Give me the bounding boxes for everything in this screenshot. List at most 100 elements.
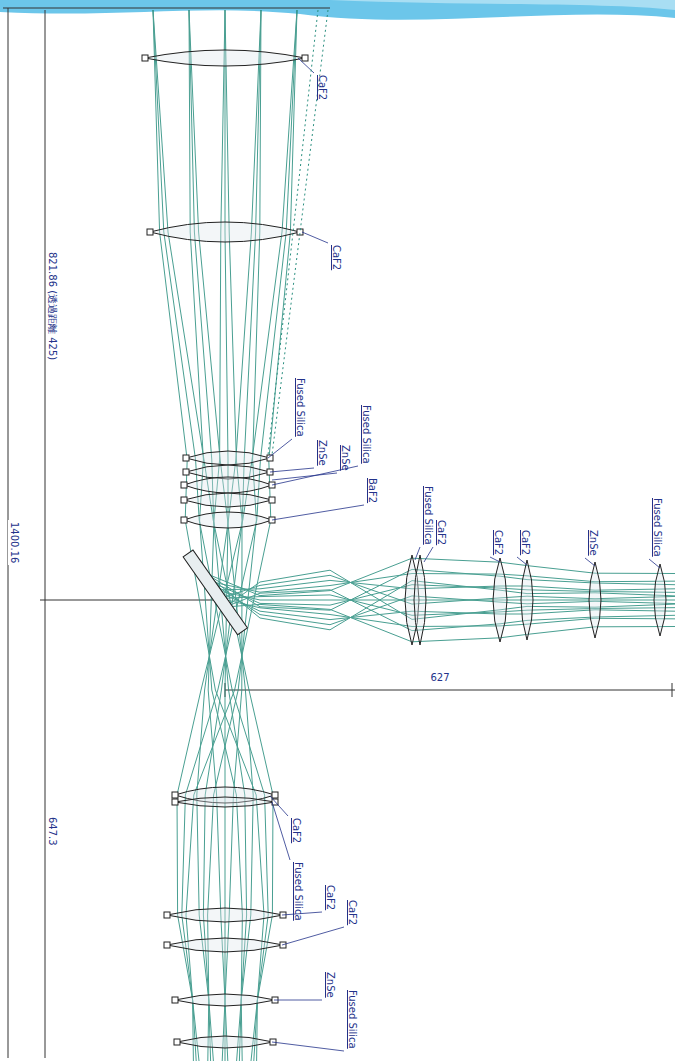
vignetted-ray <box>272 10 328 455</box>
leader-line <box>424 547 433 562</box>
ray <box>215 590 675 620</box>
lens <box>175 994 275 1006</box>
ray <box>186 10 297 1061</box>
slide-banner <box>330 0 675 10</box>
material-label: ZnSe <box>324 972 336 998</box>
lens-edge <box>269 497 275 503</box>
material-label: CaF2 <box>519 530 531 555</box>
lens-edge <box>181 497 187 503</box>
lens <box>184 477 272 493</box>
ray <box>189 10 253 1061</box>
ray <box>153 10 264 1061</box>
lens-edge <box>183 455 189 461</box>
material-label: Fused Silica <box>360 405 372 464</box>
lens-edge <box>302 55 308 61</box>
lens-edge <box>183 469 189 475</box>
leader-line <box>415 547 420 560</box>
ray <box>208 10 261 1061</box>
material-label: CaF2 <box>435 520 447 545</box>
lens-edge <box>142 55 148 61</box>
leader-line <box>274 1000 322 1001</box>
ray <box>225 604 675 641</box>
leader-line <box>517 557 527 565</box>
lens <box>145 50 305 66</box>
dimension-lines <box>3 8 675 1058</box>
material-label: Fused Silica <box>422 486 434 545</box>
material-label: CaF2 <box>492 530 504 555</box>
lens <box>414 555 426 645</box>
material-label: Fused Silica <box>346 990 358 1049</box>
leader-line <box>490 557 500 562</box>
lens <box>167 938 283 952</box>
lens-edge <box>164 942 170 948</box>
lens <box>184 512 272 528</box>
lens <box>493 558 507 642</box>
dimension-label: 627 <box>428 672 451 684</box>
dimension-label: 1400.16 <box>8 520 20 565</box>
lens-edge <box>172 997 178 1003</box>
lens <box>167 908 283 922</box>
ray <box>205 558 675 595</box>
leader-line <box>272 802 290 860</box>
beam-splitter <box>183 550 247 635</box>
lens-edge <box>181 482 187 488</box>
material-label: ZnSe <box>587 530 599 556</box>
leader-line <box>272 505 364 520</box>
material-label: Fused Silica <box>294 378 306 437</box>
material-label: Fused Silica <box>651 498 663 557</box>
lens <box>521 560 533 640</box>
lens-edge <box>174 1039 180 1045</box>
material-label: BaF2 <box>366 478 378 503</box>
lens-edge <box>181 517 187 523</box>
material-label: CaF2 <box>290 818 302 843</box>
lens <box>150 222 300 242</box>
lens-edge <box>172 799 178 805</box>
ray <box>189 10 247 1061</box>
leader-line <box>282 927 344 945</box>
ray <box>153 10 273 1061</box>
lens-edge <box>272 792 278 798</box>
ray <box>189 10 242 1061</box>
dimension-label: 821.86 (透過距離 425) <box>46 250 58 362</box>
leader-line <box>585 558 595 566</box>
lens-edge <box>147 229 153 235</box>
dimension-label: 647.3 <box>46 815 58 848</box>
lenses <box>142 50 666 1048</box>
lens <box>177 1036 273 1048</box>
slide-banner <box>0 0 675 20</box>
material-label: CaF2 <box>346 900 358 925</box>
lens <box>175 797 275 807</box>
leader-lines <box>268 58 660 1051</box>
lens-edge <box>267 455 273 461</box>
leader-line <box>302 232 328 243</box>
material-label: CaF2 <box>330 245 342 270</box>
material-label: Fused Silica <box>292 862 304 921</box>
ray <box>177 10 297 1061</box>
material-label: ZnSe <box>316 440 328 466</box>
leader-line <box>272 473 337 480</box>
rays <box>153 10 675 1061</box>
lens <box>654 564 666 636</box>
material-label: ZnSe <box>339 445 351 471</box>
ray <box>220 599 675 627</box>
leader-line <box>268 439 292 458</box>
leader-line <box>272 1042 344 1051</box>
ray <box>208 10 228 1061</box>
material-label: CaF2 <box>324 885 336 910</box>
ray <box>203 10 261 1061</box>
lens-edge <box>164 912 170 918</box>
ray <box>205 569 675 610</box>
vignetted-ray <box>268 10 318 455</box>
lens <box>184 493 272 507</box>
ray <box>222 10 242 1061</box>
leader-line <box>649 559 660 568</box>
leader-line <box>270 796 288 816</box>
ray <box>153 10 268 1061</box>
material-label: CaF2 <box>316 75 328 100</box>
lens-edge <box>172 792 178 798</box>
leader-line <box>270 468 314 472</box>
ray <box>182 10 297 1061</box>
lens <box>186 451 270 465</box>
lens <box>589 562 601 638</box>
